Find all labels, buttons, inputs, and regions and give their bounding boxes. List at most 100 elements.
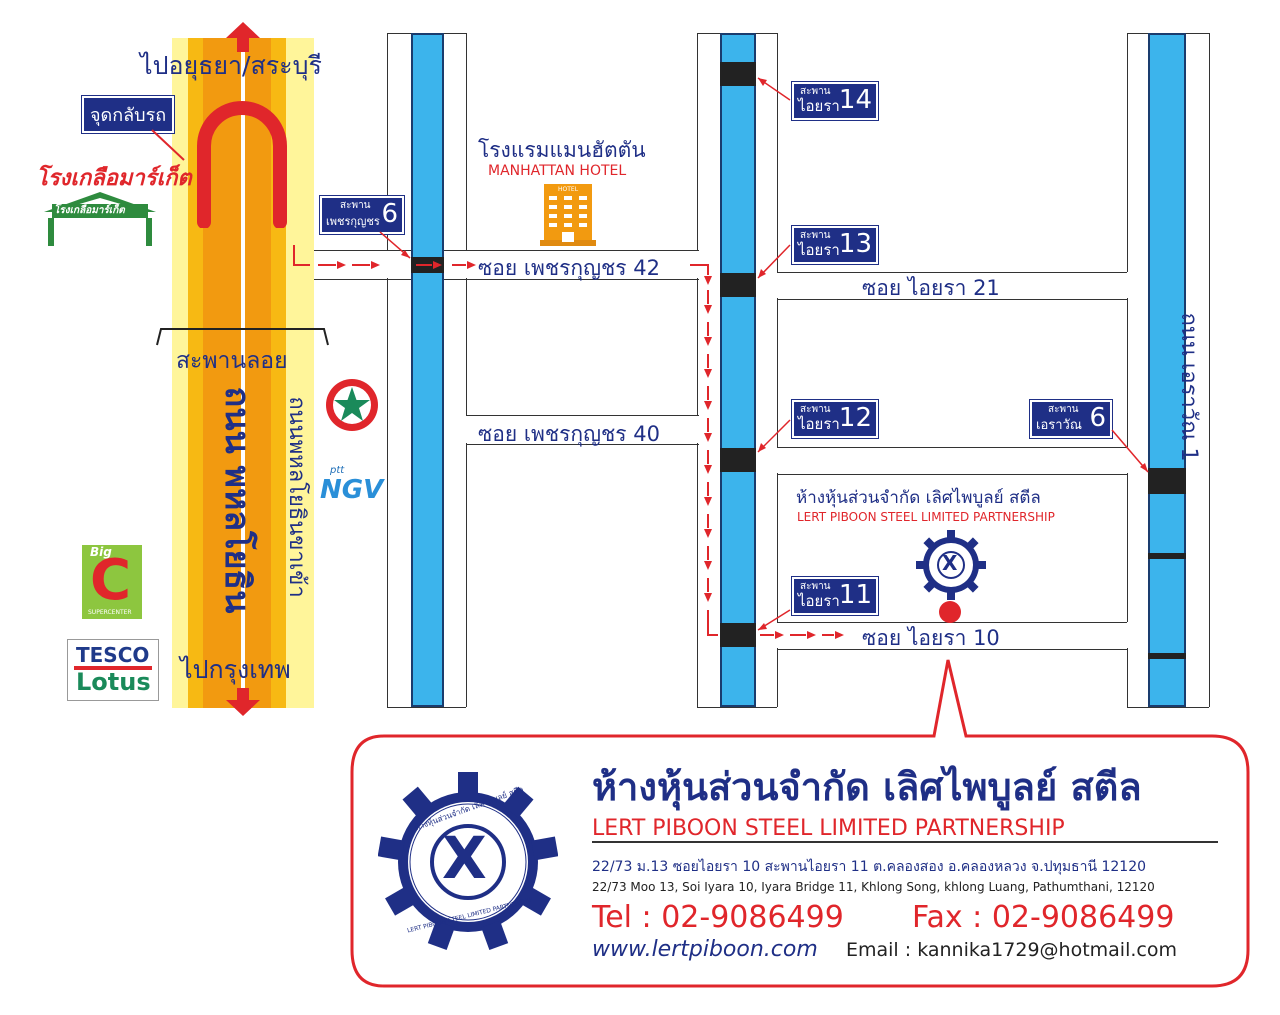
road-2-left-edge-c — [697, 443, 698, 707]
ngv-label: NGV — [320, 475, 384, 505]
street-soi-40: ซอย เพชรกุญชร 40 — [478, 422, 660, 446]
road-2-right-edge-d — [777, 648, 778, 707]
route-arrows — [293, 245, 844, 639]
road-3-left-edge-d — [1127, 648, 1128, 707]
destination-logo-icon — [916, 530, 986, 600]
bridge-sign-line1: สะพาน — [800, 230, 831, 241]
street-soi-21: ซอย ไอยรา 21 — [862, 276, 1000, 300]
bridge-sign-number: 14 — [838, 85, 872, 115]
road-2-right-edge-b — [777, 298, 778, 447]
hotel-icon-text: HOTEL — [558, 186, 579, 193]
bridge-bar-iyara-13 — [720, 273, 756, 297]
hotel-name-en: MANHATTAN HOTEL — [488, 163, 627, 179]
south-destination-label: ไปกรุงเทพ — [180, 655, 291, 684]
north-arrow-icon — [226, 22, 260, 52]
uturn-pointer-icon — [151, 129, 185, 161]
road-2-left-edge-b — [697, 278, 698, 415]
road-1-right-edge-c — [466, 443, 467, 707]
uturn-label: จุดกลับรถ — [80, 95, 176, 134]
uturn-icon — [197, 101, 287, 228]
info-name-en: LERT PIBOON STEEL LIMITED PARTNERSHIP — [592, 816, 1218, 843]
company-logo-icon — [378, 772, 558, 950]
bridge-sign-number: 11 — [838, 580, 872, 610]
road-2-left-edge-a — [697, 33, 698, 250]
bridge-sign-line1: สะพาน — [800, 86, 831, 97]
tesco-lotus-logo: TESCO Lotus — [67, 639, 159, 701]
bridge-sign-iyara-11: สะพาน ไอยรา 11 — [791, 576, 879, 616]
road-2-bottom — [697, 707, 777, 708]
bigc-logo: Big C SUPERCENTER — [82, 545, 142, 619]
highway-center — [203, 38, 271, 708]
street-soi-10: ซอย ไอยรา 10 — [862, 626, 1000, 650]
bridge-sign-phetkunchon-6: สะพาน เพชรกุญชร 6 — [319, 195, 405, 235]
bigc-letter: C — [90, 548, 132, 613]
soi-side-road — [777, 447, 1127, 475]
road-3-left-edge-b — [1127, 298, 1128, 447]
bigc-sub-label: SUPERCENTER — [88, 609, 132, 616]
bridge-sign-line2: ไอยรา — [798, 592, 840, 610]
road-1-left-edge — [387, 33, 388, 250]
info-email[interactable]: Email : kannika1729@hotmail.com — [846, 939, 1177, 961]
soi-40-road — [466, 415, 699, 445]
info-box-frame — [350, 659, 1250, 988]
market-sign: โรงเกลือมาร์เก็ต — [54, 205, 125, 216]
company-logo-letter: X — [442, 824, 487, 892]
soi-21-road — [777, 272, 1127, 300]
south-arrow-icon — [226, 688, 260, 716]
bridge-sign-line1: สะพาน — [340, 200, 371, 211]
road-1-bottom — [387, 707, 466, 708]
bridge-bar-iyara-14 — [720, 62, 756, 86]
highway-median — [241, 38, 245, 708]
market-roof-icon — [44, 192, 156, 246]
road-1-left-edge-b — [387, 278, 388, 707]
info-name-th: ห้างหุ้นส่วนจำกัด เลิศไพบูลย์ สตีล — [592, 765, 1142, 809]
info-website[interactable]: www.lertpiboon.com — [592, 937, 818, 962]
bridge-sign-number: 13 — [838, 229, 872, 259]
info-tel: Tel : 02-9086499 — [592, 900, 844, 935]
sign-pointers — [379, 77, 1149, 631]
bridge-sign-iyara-12: สะพาน ไอยรา 12 — [791, 399, 879, 439]
bridge-bar-small-1 — [1148, 553, 1186, 559]
lotus-label: Lotus — [76, 668, 151, 696]
info-address-th: 22/73 ม.13 ซอยไอยรา 10 สะพานไอยรา 11 ต.ค… — [592, 859, 1147, 875]
road-3-left-edge-c — [1127, 473, 1128, 622]
bridge-sign-line2: ไอยรา — [798, 415, 840, 433]
bridge-sign-line1: สะพาน — [800, 581, 831, 592]
canal-3 — [1148, 33, 1186, 707]
bridge-sign-line1: สะพาน — [800, 404, 831, 415]
road-1-right-edge-b — [466, 278, 467, 415]
street-soi-42: ซอย เพชรกุญชร 42 — [478, 256, 660, 280]
ptt-ngv-logo: ptt NGV — [318, 465, 388, 511]
bridge-bar-erawan-6 — [1148, 468, 1186, 494]
bridge-sign-iyara-13: สะพาน ไอยรา 13 — [791, 225, 879, 265]
market-name: โรงเกลือมาร์เก็ต — [36, 166, 192, 191]
bridge-sign-number: 6 — [1089, 403, 1106, 433]
road-2-right-edge-c — [777, 473, 778, 622]
bridge-bar-iyara-12 — [720, 448, 756, 472]
north-destination-label: ไปอยุธยา/สระบุรี — [140, 51, 322, 80]
bridge-sign-line2: ไอยรา — [798, 97, 840, 115]
bridge-sign-number: 6 — [381, 199, 398, 229]
floating-bridge-icon — [156, 328, 329, 346]
road-2-right-edge-a — [777, 33, 778, 272]
caltex-logo-icon — [326, 379, 378, 431]
canal-2 — [720, 33, 756, 707]
destination-name-th: ห้างหุ้นส่วนจำกัด เลิศไพบูลย์ สตีล — [796, 488, 1041, 508]
road-3-left-edge-a — [1127, 33, 1128, 272]
canal-1 — [411, 33, 444, 707]
bridge-bar-small-2 — [1148, 653, 1186, 659]
road-3-bottom — [1127, 707, 1209, 708]
bigc-top-label: Big — [90, 545, 112, 559]
road-3-right-edge — [1209, 33, 1210, 707]
bridge-sign-line2: ไอยรา — [798, 241, 840, 259]
hotel-name-th: โรงแรมแมนฮัตตัน — [478, 138, 646, 162]
info-fax: Fax : 02-9086499 — [912, 900, 1175, 935]
info-address-en: 22/73 Moo 13, Soi Iyara 10, Iyara Bridge… — [592, 880, 1155, 894]
bridge-sign-line2: เอราวัณ — [1036, 418, 1082, 433]
bridge-bar-iyara-11 — [720, 623, 756, 647]
hotel-building-icon — [540, 184, 596, 246]
road-1-right-edge — [466, 33, 467, 250]
destination-logo-letter: X — [942, 551, 958, 575]
bridge-sign-erawan-6: สะพาน เอราวัณ 6 — [1029, 399, 1113, 439]
ptt-small-label: ptt — [330, 465, 345, 476]
